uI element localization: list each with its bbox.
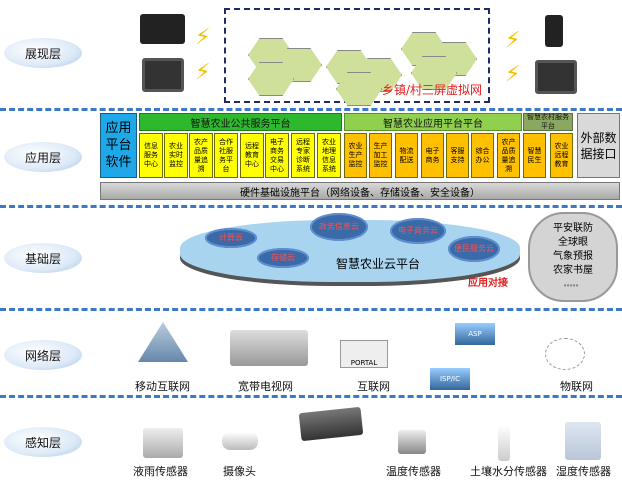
divider bbox=[0, 395, 622, 398]
virtual-network-box: 乡镇/村三屏虚拟网 bbox=[224, 8, 490, 106]
layer-presentation: 展现层 bbox=[4, 38, 82, 68]
service-item: 。。。。。 bbox=[563, 281, 582, 288]
app-software-box: 应用平台软件 bbox=[100, 113, 137, 178]
asp-server-icon: ASP bbox=[455, 323, 495, 345]
platform-module: 农业地理信息系统 bbox=[317, 133, 341, 178]
humidity-sensor-icon bbox=[565, 422, 601, 460]
platform-module: 远程专家诊断系统 bbox=[291, 133, 315, 178]
tv-screen-icon bbox=[535, 60, 577, 94]
platform-module: 农业远程教育 bbox=[550, 133, 573, 178]
platform-module: 信息服务中心 bbox=[139, 133, 163, 178]
isp-server-icon: ISP/IC bbox=[430, 368, 470, 390]
sensor-label: 摄像头 bbox=[223, 465, 256, 478]
public-service-cloud: 便民服务云 bbox=[448, 236, 500, 262]
camera-icon bbox=[222, 432, 258, 450]
platform-module: 农产品质量追溯 bbox=[189, 133, 213, 178]
storage-cloud: 存储云 bbox=[257, 248, 309, 268]
platform-module: 远程教育中心 bbox=[240, 133, 264, 178]
service-item: 气象预报 bbox=[553, 251, 593, 262]
platform-module: 智慧民生 bbox=[523, 133, 546, 178]
app-platform-header: 智慧农业应用平台平台 bbox=[344, 113, 522, 131]
tv-screen-icon bbox=[142, 58, 184, 92]
layer-application: 应用层 bbox=[4, 142, 82, 172]
divider bbox=[0, 308, 622, 311]
platform-module: 农产品质量追溯 bbox=[497, 133, 520, 178]
ecommerce-cloud: 电子商务云 bbox=[390, 218, 446, 244]
public-platform-header: 智慧农业公共服务平台 bbox=[139, 113, 342, 131]
platform-module: 客服支持 bbox=[446, 133, 469, 178]
village-platform-header: 智慧农村服务平台 bbox=[523, 113, 573, 131]
divider bbox=[0, 205, 622, 208]
service-item: 农家书屋 bbox=[553, 265, 593, 276]
sensor-label: 液雨传感器 bbox=[133, 465, 188, 478]
divider bbox=[0, 108, 622, 111]
platform-module: 电子商务 bbox=[421, 133, 444, 178]
virtual-network-label: 乡镇/村三屏虚拟网 bbox=[381, 83, 482, 97]
network-label: 互联网 bbox=[357, 380, 390, 393]
temperature-sensor-icon bbox=[398, 430, 426, 454]
soil-moisture-sensor-icon bbox=[498, 425, 510, 461]
sensor-label: 温度传感器 bbox=[386, 465, 441, 478]
sensor-label: 湿度传感器 bbox=[556, 465, 611, 478]
mobile-tower-icon bbox=[138, 322, 188, 362]
iot-network-icon bbox=[545, 338, 585, 370]
network-label: 物联网 bbox=[560, 380, 593, 393]
desktop-computer-icon bbox=[140, 14, 185, 44]
service-item: 平安联防 bbox=[553, 223, 593, 234]
compute-cloud: 计算云 bbox=[205, 228, 257, 248]
smartphone-icon bbox=[545, 15, 563, 47]
layer-infrastructure: 基础层 bbox=[4, 243, 82, 273]
network-label: 宽带电视网 bbox=[238, 380, 293, 393]
wireless-signal-icon: ⚡ bbox=[195, 25, 211, 50]
app-dock-label: 应用对接 bbox=[468, 278, 508, 289]
service-item: 全球眼 bbox=[558, 237, 588, 248]
wireless-signal-icon: ⚡ bbox=[505, 28, 521, 53]
network-label: 移动互联网 bbox=[135, 380, 190, 393]
sensor-label: 土壤水分传感器 bbox=[470, 465, 547, 478]
external-data-interface: 外部数据接口 bbox=[577, 113, 620, 178]
government-info-cloud: 政务信息云 bbox=[310, 213, 368, 241]
platform-module: 农业生产监控 bbox=[344, 133, 367, 178]
broadband-tv-network-icon bbox=[230, 330, 308, 366]
platform-module: 生产加工监控 bbox=[369, 133, 392, 178]
wireless-signal-icon: ⚡ bbox=[505, 62, 521, 87]
platform-module: 物流配送 bbox=[395, 133, 418, 178]
extra-services-cloud: 平安联防 全球眼 气象预报 农家书屋 。。。。。 bbox=[528, 212, 618, 302]
rain-sensor-icon bbox=[143, 428, 183, 458]
platform-module: 农业实时监控 bbox=[164, 133, 188, 178]
platform-module: 电子商务交易中心 bbox=[265, 133, 289, 178]
portal-server-icon: PORTAL bbox=[340, 340, 388, 368]
layer-perception: 感知层 bbox=[4, 427, 82, 457]
wireless-signal-icon: ⚡ bbox=[195, 60, 211, 85]
hardware-platform-bar: 硬件基础设施平台（网络设备、存储设备、安全设备） bbox=[100, 182, 620, 200]
platform-module: 合作社服务平台 bbox=[214, 133, 238, 178]
cloud-platform-label: 智慧农业云平台 bbox=[336, 257, 421, 271]
wireless-card-icon bbox=[298, 406, 364, 442]
layer-network: 网络层 bbox=[4, 340, 82, 370]
platform-module: 综合办公 bbox=[471, 133, 494, 178]
